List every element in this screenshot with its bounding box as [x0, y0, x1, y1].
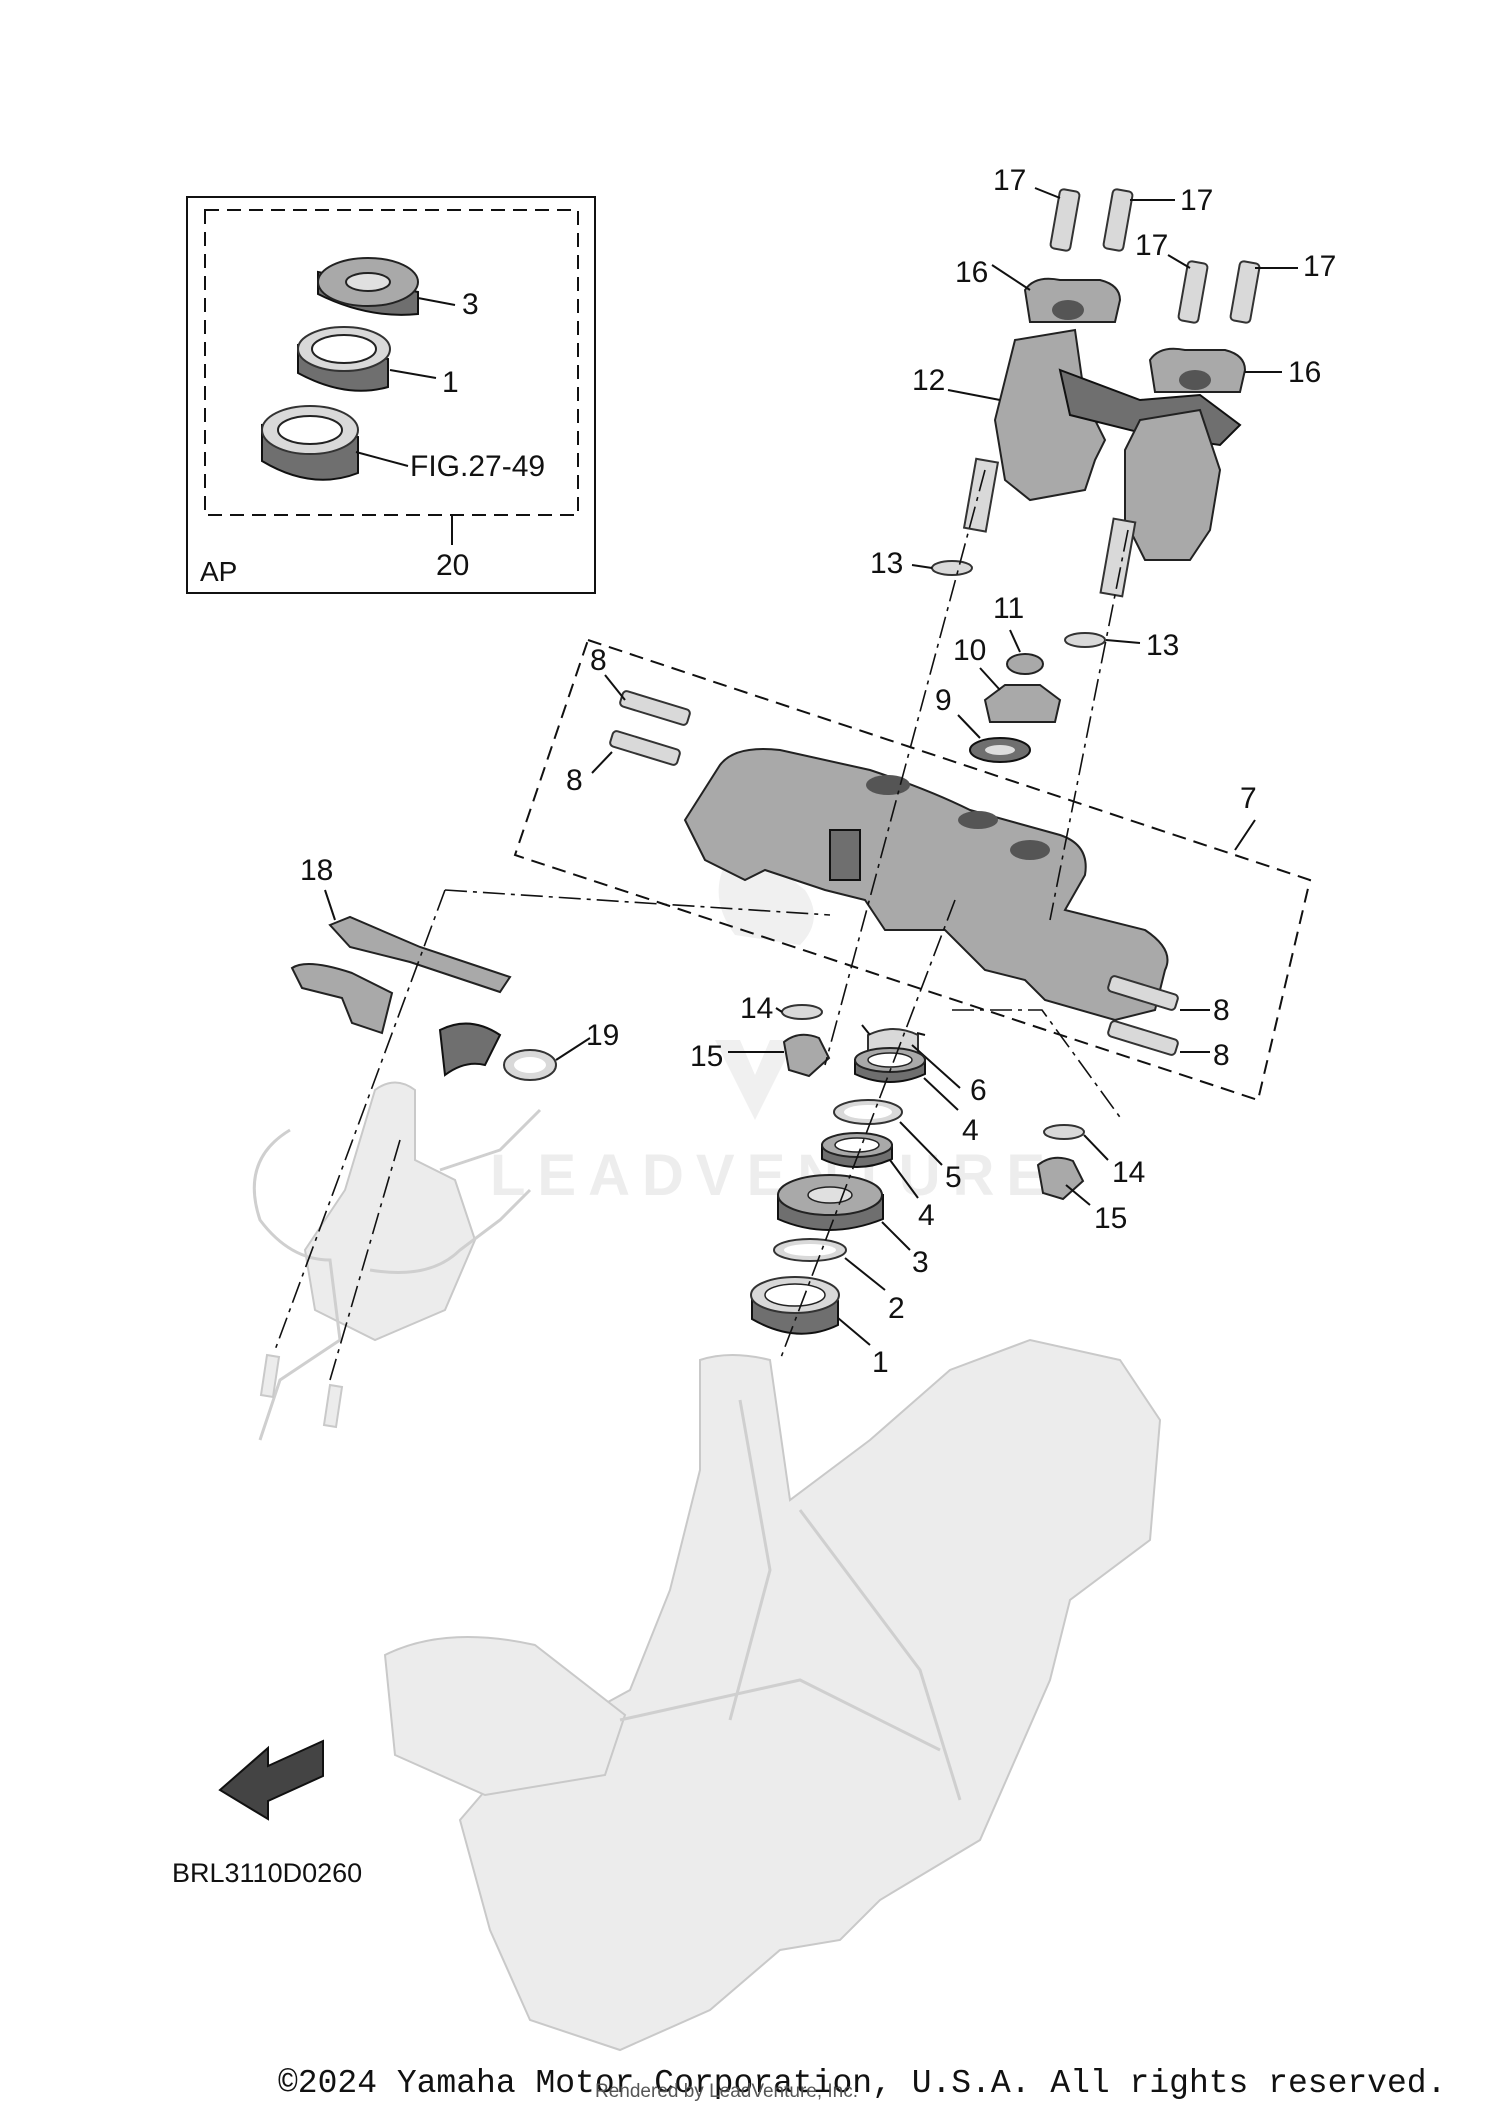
upper-holder-16b	[1148, 347, 1247, 393]
callout-8d: 8	[1213, 1039, 1230, 1072]
washer-14-right	[1043, 1124, 1085, 1140]
inset-leader-3	[417, 297, 456, 306]
leader-11	[1009, 629, 1021, 653]
leader-13b	[1105, 639, 1141, 644]
callout-17d: 17	[1303, 250, 1336, 283]
clamp-19	[503, 1049, 557, 1081]
callout-18: 18	[300, 854, 333, 887]
callout-20: 20	[436, 549, 469, 582]
callout-15b: 15	[1094, 1202, 1127, 1235]
callout-4a: 4	[962, 1114, 979, 1147]
leader-17a	[1034, 187, 1061, 199]
bearing-race-3	[777, 1174, 884, 1231]
under-bracket-7	[683, 748, 1169, 1022]
callout-13a: 13	[870, 547, 903, 580]
callout-5: 5	[945, 1161, 962, 1194]
inset-callout-3: 3	[462, 288, 479, 321]
drawing-code: BRL3110D0260	[172, 1858, 363, 1888]
dust-seal-2	[773, 1238, 847, 1262]
nut-15-left	[782, 1033, 831, 1078]
leader-1	[837, 1317, 871, 1346]
leader-14a	[775, 1007, 783, 1013]
copyright-notice: ©2024 Yamaha Motor Corporation, U.S.A. A…	[278, 2065, 1447, 2102]
frame-ghost	[383, 1338, 1162, 2052]
leader-19	[555, 1037, 591, 1061]
callout-17b: 17	[1180, 184, 1213, 217]
bearing-1	[750, 1276, 840, 1335]
callout-19: 19	[586, 1019, 619, 1052]
inset-fig-reference: FIG.27-49	[410, 450, 545, 483]
callout-10: 10	[953, 634, 986, 667]
leader-13a	[911, 564, 933, 569]
watermark: LEADVENTURE	[490, 820, 1057, 1208]
callout-17c: 17	[1135, 229, 1168, 262]
bracket-18	[290, 915, 512, 1077]
callout-13b: 13	[1146, 629, 1179, 662]
callout-14a: 14	[740, 992, 773, 1025]
callout-17a: 17	[993, 164, 1026, 197]
callout-4b: 4	[918, 1199, 935, 1232]
inset-label: AP	[200, 556, 238, 587]
callout-11: 11	[993, 592, 1024, 625]
ring-nut-4a	[854, 1047, 926, 1083]
callout-15a: 15	[690, 1040, 723, 1073]
leader-16a	[991, 264, 1031, 291]
callout-3: 3	[912, 1246, 929, 1279]
inset-bearing-1	[297, 326, 391, 392]
assembly-centerlines	[274, 469, 1129, 1381]
callout-8a: 8	[590, 644, 607, 677]
forward-direction-arrow-icon	[218, 1739, 324, 1821]
washers-13	[931, 560, 1106, 648]
callout-6: 6	[970, 1074, 987, 1107]
leader-8b	[591, 751, 613, 774]
callout-2: 2	[888, 1292, 905, 1325]
leader-9	[957, 714, 981, 739]
callout-14b: 14	[1112, 1156, 1145, 1189]
leader-3	[881, 1221, 911, 1251]
bolts-8	[609, 690, 1179, 1056]
steering-damper-ghost	[252, 1081, 542, 1441]
leader-6	[911, 1044, 961, 1089]
inset-callout-1: 1	[442, 366, 459, 399]
leader-17c	[1167, 254, 1191, 269]
inset-bearing-race-3	[317, 257, 419, 316]
upper-holder-16a	[1023, 277, 1122, 323]
callout-8c: 8	[1213, 994, 1230, 1027]
inset-leader-fig	[355, 451, 409, 467]
steering-stem-nut-10	[983, 684, 1062, 723]
under-bracket-group-outline	[513, 638, 1312, 1102]
lock-washer-5	[833, 1099, 903, 1125]
leader-12	[947, 389, 1001, 401]
leader-2	[844, 1257, 886, 1291]
callout-8b: 8	[566, 764, 583, 797]
callout-7: 7	[1240, 782, 1257, 815]
leader-5	[899, 1121, 943, 1166]
callout-16b: 16	[1288, 356, 1321, 389]
callout-9: 9	[935, 684, 952, 717]
washer-14-left	[781, 1004, 823, 1020]
bolts-17	[1049, 188, 1261, 324]
leader-7	[1234, 819, 1256, 851]
bearing-kit-inset-frame	[186, 196, 596, 594]
leader-4a	[923, 1077, 959, 1111]
callout-12: 12	[912, 364, 945, 397]
leader-15b	[1065, 1184, 1091, 1206]
leader-4b	[889, 1159, 919, 1199]
leader-10	[979, 667, 1001, 691]
leader-18	[324, 889, 336, 921]
callout-1: 1	[872, 1346, 889, 1379]
inset-bearing-outer	[261, 405, 359, 481]
rendered-by-credit: Rendered by LeadVenture, Inc.	[595, 2081, 859, 2102]
cap-11	[1006, 653, 1044, 675]
watermark-text: LEADVENTURE	[490, 1143, 1057, 1208]
inset-leader-1	[389, 369, 437, 379]
leader-14b	[1083, 1134, 1109, 1161]
bearing-kit-group-outline	[204, 209, 579, 516]
callout-16a: 16	[955, 256, 988, 289]
washer-9	[969, 737, 1031, 763]
ring-nut-4b	[821, 1132, 893, 1168]
leader-8a	[604, 674, 626, 701]
